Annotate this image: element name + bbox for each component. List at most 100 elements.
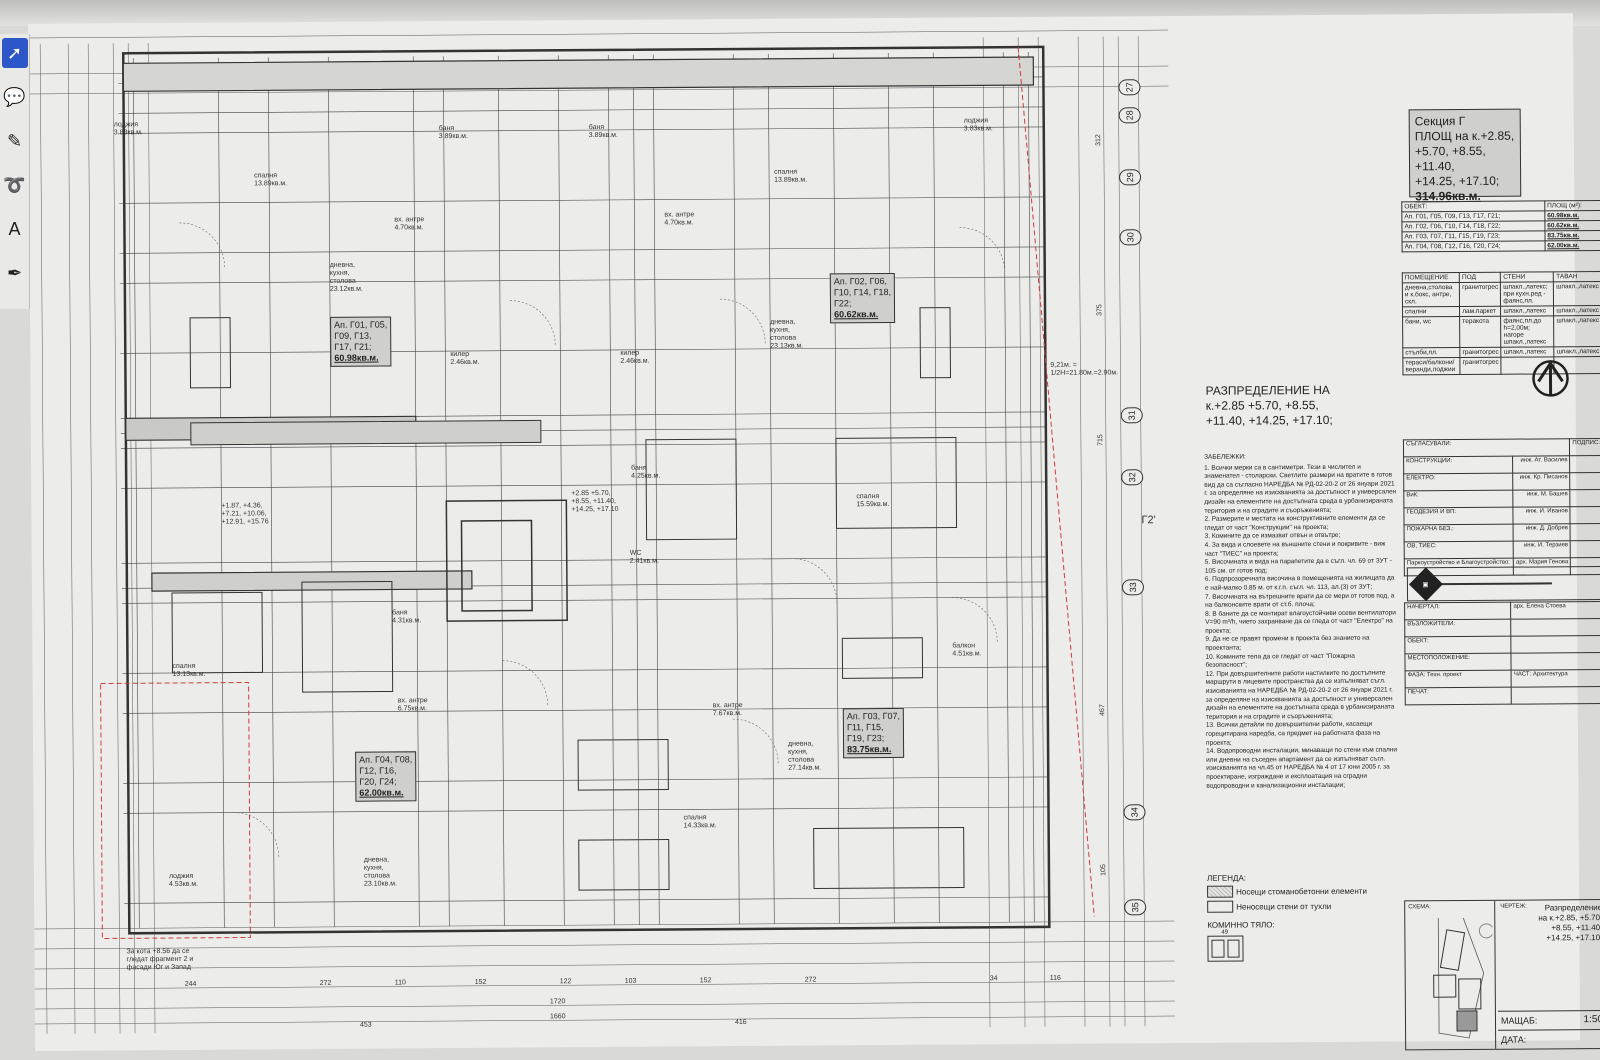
legend-item-brick: Неносещи стени от тухли bbox=[1207, 900, 1367, 913]
cursor-arrow-icon[interactable]: ➚ bbox=[2, 38, 28, 68]
lasso-icon[interactable]: ➰ bbox=[2, 170, 28, 200]
note-item: 14. Водопроводни инсталации, минаващи по… bbox=[1206, 747, 1398, 791]
room-label: спалня 15.59кв.м. bbox=[856, 493, 889, 509]
plan-line bbox=[1078, 37, 1085, 1027]
table-cell bbox=[1511, 687, 1600, 705]
door-swing bbox=[792, 558, 837, 603]
room-label: дневна, кухня, столова 27.14кв.м. bbox=[788, 740, 821, 772]
discipline: ПОЖАРНА БЕЗ.: bbox=[1404, 524, 1513, 542]
grid-axis-marker: 33 bbox=[1122, 579, 1144, 595]
apartment-area: 83.75кв.м. bbox=[847, 744, 900, 755]
legend-item-concrete: Носещи стоманобетонни елементи bbox=[1207, 885, 1367, 898]
engineer-name: инж. И. Иванов bbox=[1513, 507, 1571, 524]
table-row: ЕЛЕКТРО:инж. Кр. Писанов bbox=[1404, 473, 1600, 491]
top-wall-band bbox=[123, 57, 1033, 91]
grid-axis-marker: 30 bbox=[1119, 229, 1141, 245]
plan-line bbox=[558, 55, 564, 925]
title-block: СХЕМА: ЧЕРТЕЖ: Разпределение на к.+2.85,… bbox=[1404, 899, 1600, 1050]
dimension-label: 122 bbox=[560, 978, 572, 985]
table-cell: дневна,столова и к.бокс, антре, скл. bbox=[1402, 283, 1459, 307]
door-swing bbox=[959, 227, 1004, 272]
table-cell: МЕСТОПОЛОЖЕНИЕ: bbox=[1405, 653, 1511, 671]
table-cell: ОБЕКТ: bbox=[1405, 636, 1511, 654]
apartment-area-table: ОБЕКТ:ПЛОЩ (м²):Ап. Г01, Г05, Г09, Г13, … bbox=[1401, 200, 1600, 252]
elevator-shaft bbox=[461, 520, 532, 610]
table-cell: гранитогрес bbox=[1460, 347, 1501, 357]
engineer-name: инж. Ат. Василев bbox=[1512, 456, 1570, 473]
drawing-canvas[interactable]: Ап. Г01, Г05, Г09, Г13, Г17, Г21;60.98кв… bbox=[28, 13, 1580, 1051]
approvals-table: СЪГЛАСУВАЛИ:ПОДПИС:КОНСТРУКЦИИ:инж. Ат. … bbox=[1403, 438, 1600, 576]
plan-line bbox=[121, 482, 1046, 488]
plan-line bbox=[888, 53, 894, 923]
plan-line bbox=[119, 107, 1044, 113]
scale-value: 1:50 bbox=[1583, 1014, 1600, 1026]
room-label: килер 2.46кв.м. bbox=[620, 350, 649, 366]
plan-line bbox=[40, 44, 47, 1034]
slab-band bbox=[191, 420, 541, 444]
sofa bbox=[814, 827, 964, 888]
discipline: ЕЛЕКТРО: bbox=[1404, 473, 1513, 491]
text-box-icon[interactable]: A bbox=[2, 214, 28, 244]
dimension-label: 467 bbox=[1099, 704, 1106, 716]
dimension-label: 453 bbox=[360, 1022, 372, 1029]
table-cell: ПЕЧАТ: bbox=[1405, 687, 1511, 705]
table-cell: ЧАСТ: Архитектура bbox=[1511, 670, 1600, 688]
plan-line bbox=[1103, 36, 1110, 1026]
plan-line bbox=[123, 777, 1048, 783]
annotation-toolbar: ➚ 💬 ✎ ➰ A ✒ bbox=[0, 34, 30, 309]
level-annotation: +2.85 +5.70, +8.55, +11.40, +14.25, +17.… bbox=[571, 490, 618, 514]
pencil-icon[interactable]: ✎ bbox=[2, 126, 28, 156]
door-swing bbox=[733, 719, 778, 764]
plan-line bbox=[35, 1001, 1175, 1009]
plan-line bbox=[124, 807, 1049, 813]
date-field: ДАТА: bbox=[1498, 1029, 1600, 1049]
room-label: баня 3.89кв.м. bbox=[439, 125, 468, 141]
room-label: килер 2.46кв.м. bbox=[450, 351, 479, 367]
plan-line bbox=[443, 56, 449, 926]
fragment-outline bbox=[101, 682, 251, 938]
legend-title: ЛЕГЕНДА: bbox=[1207, 873, 1367, 883]
table-cell: гранитогрес bbox=[1460, 357, 1501, 374]
note-item: 6. Подпрозоречната височина в помещеният… bbox=[1205, 575, 1397, 594]
table-cell: фаянс,пл.до h=2,00м; нагоре шпакл.,латек… bbox=[1501, 316, 1554, 347]
dimension-label: 152 bbox=[700, 977, 712, 984]
dimension-label: 34 bbox=[990, 975, 998, 982]
speech-bubble-icon[interactable]: 💬 bbox=[2, 82, 28, 112]
plan-line bbox=[113, 43, 120, 1033]
date-label: ДАТА: bbox=[1501, 1035, 1526, 1045]
table-row: ПОЖАРНА БЕЗ.:инж. Д. Добрев bbox=[1404, 524, 1600, 542]
north-arrow-icon bbox=[1530, 353, 1570, 403]
table-cell: шпакл.,латекс bbox=[1554, 316, 1600, 347]
plan-line bbox=[498, 56, 504, 926]
table-row: ПЕЧАТ: bbox=[1405, 687, 1600, 705]
room-label: WC 2.41кв.м. bbox=[630, 550, 659, 566]
table-row: ГЕОДЕЗИЯ И ВП:инж. И. Иванов bbox=[1404, 507, 1600, 525]
signature-cell bbox=[1570, 524, 1600, 541]
legend: ЛЕГЕНДА: Носещи стоманобетонни елементи … bbox=[1207, 873, 1367, 962]
dimension-label: 1720 bbox=[550, 998, 566, 1005]
plan-line bbox=[218, 58, 224, 928]
apartment-area: 60.62кв.м. bbox=[834, 309, 891, 320]
dimension-label: 1660 bbox=[550, 1013, 566, 1020]
pen-nib-icon[interactable]: ✒ bbox=[2, 258, 28, 288]
engineer-name: инж. Кр. Писанов bbox=[1513, 473, 1571, 490]
dimension-label: 152 bbox=[475, 979, 487, 986]
site-scheme-drawing bbox=[1408, 913, 1493, 1044]
table-cell: Ап. Г04, Г08, Г12, Г16, Г20, Г24; bbox=[1402, 241, 1545, 252]
plan-line bbox=[120, 277, 1045, 283]
signature-cell bbox=[1570, 473, 1600, 490]
note-item: 10. Комините тела да се гледат от част "… bbox=[1205, 652, 1397, 671]
door-swing bbox=[502, 660, 547, 705]
dimension-label: 715 bbox=[1097, 434, 1104, 446]
plan-line bbox=[633, 55, 639, 925]
room-label: лоджия 4.53кв.м. bbox=[169, 873, 198, 889]
dimension-label: 272 bbox=[805, 977, 817, 984]
fragment-note: За кота +8.56 да се гледат фрагмент 2 и … bbox=[126, 948, 193, 972]
table-row: МЕСТОПОЛОЖЕНИЕ: bbox=[1405, 653, 1600, 671]
plan-line bbox=[983, 37, 990, 1027]
dimension-label: 272 bbox=[320, 980, 332, 987]
grid-axis-label: Г2' bbox=[1141, 516, 1155, 524]
height-annotation: 9,21м. = 1/2Н=21.80м.=2.90м. bbox=[1050, 361, 1118, 377]
approvals-title: СЪГЛАСУВАЛИ: bbox=[1403, 439, 1570, 457]
